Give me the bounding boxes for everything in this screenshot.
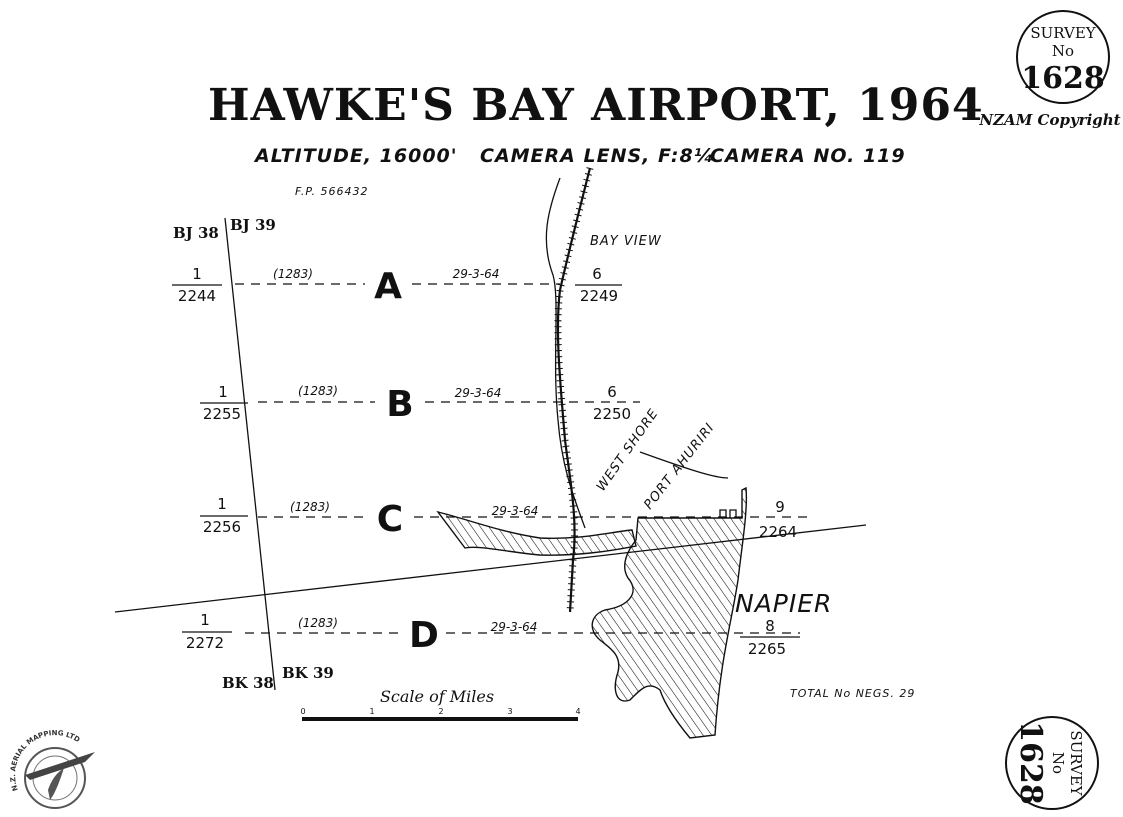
scale-bar: Scale of Miles 0 1 2 3 4	[300, 687, 581, 721]
run-d-letter: D	[409, 615, 439, 656]
run-c-letter: C	[377, 499, 403, 540]
run-a-start-photo: 2244	[178, 287, 216, 305]
railway-line	[556, 167, 592, 613]
scale-title: Scale of Miles	[380, 687, 494, 706]
altitude-label: ALTITUDE, 16000'	[253, 145, 458, 167]
sheet-label-bk39: BK 39	[282, 664, 334, 682]
napier-land	[591, 486, 748, 739]
run-a-end-photo: 2249	[580, 287, 618, 305]
total-negatives: TOTAL No NEGS. 29	[790, 687, 915, 700]
stamp-bottom-no-label: No	[1049, 752, 1067, 774]
sheet-label-bk38: BK 38	[222, 674, 274, 692]
logo-wing-icon	[25, 752, 95, 780]
run-d: 1 2272 (1283) D 29-3-64 8 2265	[182, 611, 800, 658]
run-d-date: 29-3-64	[491, 620, 538, 634]
run-d-end-photo: 2265	[748, 640, 786, 658]
nz-aerial-mapping-logo: N.Z. AERIAL MAPPING LTD	[9, 729, 95, 809]
camera-number-label: CAMERA NO. 119	[710, 145, 906, 167]
inlet-area	[436, 510, 637, 556]
run-c-start-neg: 1	[217, 495, 227, 513]
stamp-bottom-number: 1628	[1013, 721, 1048, 805]
run-b-date: 29-3-64	[455, 386, 502, 400]
copyright-label: NZAM Copyright	[978, 111, 1120, 129]
survey-stamp-top: SURVEY No 1628	[1016, 10, 1110, 104]
scale-tick-2: 2	[438, 707, 443, 716]
stamp-bottom-survey-label: SURVEY	[1067, 730, 1085, 796]
run-b-sortie: (1283)	[298, 384, 338, 398]
flight-runs: 1 2244 (1283) A 29-3-64 6 2249 1 2255 (1…	[172, 265, 808, 658]
scale-tick-4: 4	[575, 707, 580, 716]
fp-number: F.P. 566432	[295, 185, 369, 198]
coastline-north	[545, 177, 586, 529]
run-d-start-neg: 1	[200, 611, 210, 629]
shoreline-port	[639, 451, 729, 479]
run-b-letter: B	[386, 384, 413, 425]
run-a-letter: A	[374, 266, 402, 307]
stamp-survey-label: SURVEY	[1030, 24, 1096, 42]
place-bay-view: BAY VIEW	[590, 234, 662, 249]
run-b-start-photo: 2255	[203, 405, 241, 423]
logo-map-icon	[48, 768, 64, 800]
run-c-start-photo: 2256	[203, 518, 241, 536]
sheet-boundary-vertical	[224, 217, 276, 691]
run-c-sortie: (1283)	[290, 500, 330, 514]
scale-tick-0: 0	[300, 707, 305, 716]
sheet-label-bj38: BJ 38	[173, 224, 219, 242]
run-b-end-neg: 6	[607, 383, 617, 401]
run-c-date: 29-3-64	[492, 504, 539, 518]
run-a-end-neg: 6	[592, 265, 602, 283]
run-c: 1 2256 (1283) C 29-3-64 9 2264	[200, 495, 808, 541]
map-title: HAWKE'S BAY AIRPORT, 1964	[208, 80, 984, 131]
sheet-label-bj39: BJ 39	[230, 216, 276, 234]
camera-lens-label: CAMERA LENS, F:8¼	[480, 145, 714, 167]
run-b-start-neg: 1	[218, 383, 228, 401]
run-c-end-neg: 9	[775, 498, 785, 516]
stamp-no-label: No	[1052, 42, 1074, 60]
run-b: 1 2255 (1283) B 29-3-64 6 2250	[200, 383, 640, 425]
breakwater	[719, 509, 737, 518]
run-d-end-neg: 8	[765, 617, 775, 635]
run-a-date: 29-3-64	[453, 267, 500, 281]
scale-bar-rect	[302, 717, 578, 721]
place-napier: NAPIER	[735, 589, 832, 618]
run-a: 1 2244 (1283) A 29-3-64 6 2249	[172, 265, 622, 307]
survey-stamp-bottom: SURVEY No 1628	[1005, 716, 1099, 810]
scale-tick-1: 1	[369, 707, 374, 716]
scale-tick-3: 3	[507, 707, 512, 716]
run-c-end-photo: 2264	[759, 523, 797, 541]
run-a-sortie: (1283)	[273, 267, 313, 281]
place-port-ahuriri: PORT AHURIRI	[641, 420, 718, 512]
run-a-start-neg: 1	[192, 265, 202, 283]
stamp-number: 1628	[1021, 61, 1105, 96]
run-d-sortie: (1283)	[298, 616, 338, 630]
run-d-start-photo: 2272	[186, 634, 224, 652]
run-b-end-photo: 2250	[593, 405, 631, 423]
